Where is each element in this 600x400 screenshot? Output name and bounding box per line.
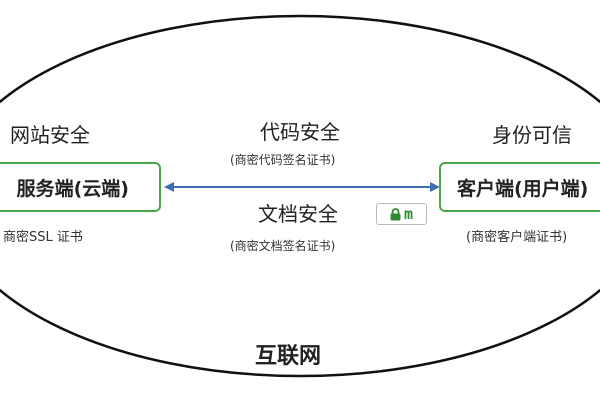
secure-badge: m — [376, 203, 427, 225]
server-cert-label: 商密SSL 证书 — [3, 230, 83, 245]
client-box-label: 客户端(用户端) — [457, 177, 589, 200]
client-box: 客户端(用户端) — [439, 162, 600, 212]
doc-security-heading: 文档安全 — [258, 202, 338, 226]
code-signing-cert-label: (商密代码签名证书) — [230, 153, 336, 167]
doc-signing-cert-label: (商密文档签名证书) — [230, 239, 336, 253]
code-security-heading: 代码安全 — [260, 120, 340, 144]
server-heading: 网站安全 — [10, 123, 90, 147]
network-label: 互联网 — [255, 344, 322, 369]
lock-icon — [390, 207, 401, 220]
server-box: 服务端(云端) — [0, 162, 161, 212]
server-box-label: 服务端(云端) — [16, 177, 129, 200]
client-cert-label: (商密客户端证书) — [466, 230, 568, 245]
badge-letter: m — [403, 204, 414, 223]
client-heading: 身份可信 — [492, 123, 572, 147]
